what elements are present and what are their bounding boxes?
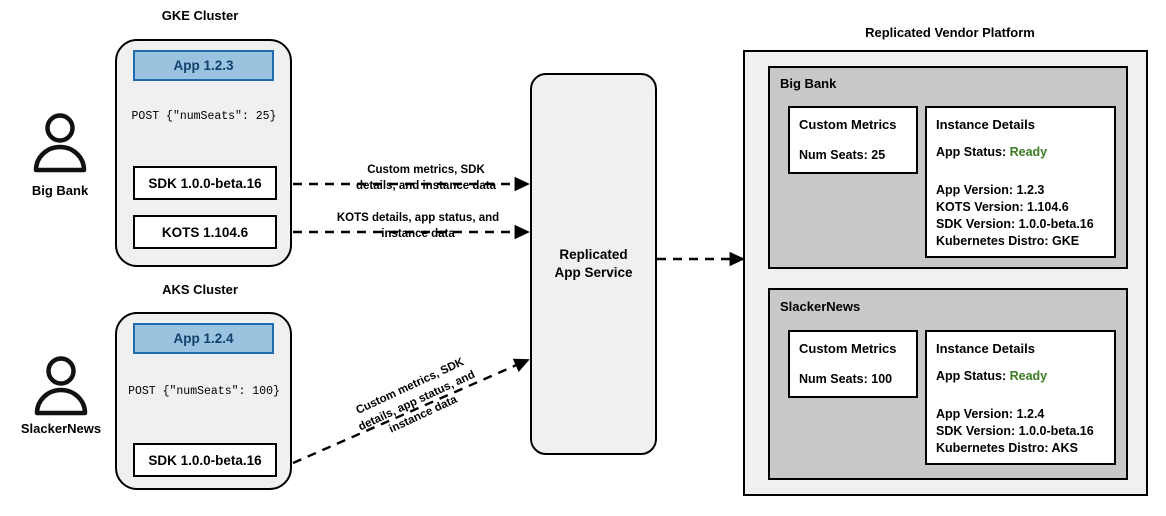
instance-sdk-version: SDK Version: 1.0.0-beta.16 bbox=[936, 217, 1094, 231]
platform-title: Replicated Vendor Platform bbox=[865, 25, 1035, 40]
status-badge: Ready bbox=[1009, 145, 1048, 159]
person-icon bbox=[34, 356, 88, 416]
custom-metrics-title: Custom Metrics bbox=[799, 341, 897, 356]
service-label-line2: App Service bbox=[554, 265, 633, 280]
gke-app-box[interactable]: App 1.2.3 bbox=[133, 50, 274, 81]
status-badge: Ready bbox=[1009, 369, 1048, 383]
edge-label-sdk-aks: Custom metrics, SDK details, app status,… bbox=[354, 356, 477, 436]
instance-k8s-distro: Kubernetes Distro: GKE bbox=[936, 234, 1080, 248]
instance-app-status: App Status: Ready bbox=[936, 369, 1047, 383]
gke-kots-box[interactable]: KOTS 1.104.6 bbox=[133, 215, 277, 249]
aks-app-box[interactable]: App 1.2.4 bbox=[133, 323, 274, 354]
aks-sdk-box[interactable]: SDK 1.0.0-beta.16 bbox=[133, 443, 277, 477]
persona-slackernews: SlackerNews bbox=[6, 355, 116, 436]
persona-label: SlackerNews bbox=[20, 421, 102, 436]
instance-app-version: App Version: 1.2.3 bbox=[936, 183, 1045, 197]
instance-details-card-slackernews[interactable] bbox=[925, 330, 1116, 465]
customer-panel-name: Big Bank bbox=[780, 76, 837, 91]
gke-cluster-title: GKE Cluster bbox=[161, 8, 239, 23]
edge-label-kots-gke: KOTS details, app status, and instance d… bbox=[336, 212, 500, 240]
persona-label: Big Bank bbox=[31, 183, 89, 198]
custom-metrics-line: Num Seats: 100 bbox=[799, 372, 893, 386]
replicated-app-service[interactable]: Replicated App Service bbox=[530, 73, 657, 455]
customer-panel-name: SlackerNews bbox=[780, 299, 861, 314]
custom-metrics-card-big-bank[interactable] bbox=[788, 106, 918, 174]
instance-k8s-distro: Kubernetes Distro: AKS bbox=[936, 441, 1078, 455]
custom-metrics-title: Custom Metrics bbox=[799, 117, 897, 132]
instance-kots-version: KOTS Version: 1.104.6 bbox=[936, 200, 1069, 214]
custom-metrics-card-slackernews[interactable] bbox=[788, 330, 918, 398]
gke-sdk-box[interactable]: SDK 1.0.0-beta.16 bbox=[133, 166, 277, 200]
gke-post-payload: POST {"numSeats": 25} bbox=[131, 110, 277, 123]
aks-cluster-title: AKS Cluster bbox=[162, 282, 238, 297]
service-label-wrap: Replicated App Service bbox=[554, 246, 632, 282]
instance-details-title: Instance Details bbox=[936, 117, 1035, 132]
person-icon bbox=[33, 113, 87, 173]
instance-sdk-version: SDK Version: 1.0.0-beta.16 bbox=[936, 424, 1094, 438]
instance-details-title: Instance Details bbox=[936, 341, 1035, 356]
edge-label-sdk-gke: Custom metrics, SDK details, and instanc… bbox=[356, 164, 496, 192]
app-status-label: App Status: bbox=[936, 369, 1010, 383]
persona-big-bank: Big Bank bbox=[14, 112, 106, 198]
instance-app-version: App Version: 1.2.4 bbox=[936, 407, 1045, 421]
instance-details-card-big-bank[interactable] bbox=[925, 106, 1116, 258]
instance-app-status: App Status: Ready bbox=[936, 145, 1047, 159]
app-status-label: App Status: bbox=[936, 145, 1010, 159]
service-label-line1: Replicated bbox=[559, 246, 628, 262]
custom-metrics-line: Num Seats: 25 bbox=[799, 148, 886, 162]
aks-post-payload: POST {"numSeats": 100} bbox=[128, 385, 280, 398]
